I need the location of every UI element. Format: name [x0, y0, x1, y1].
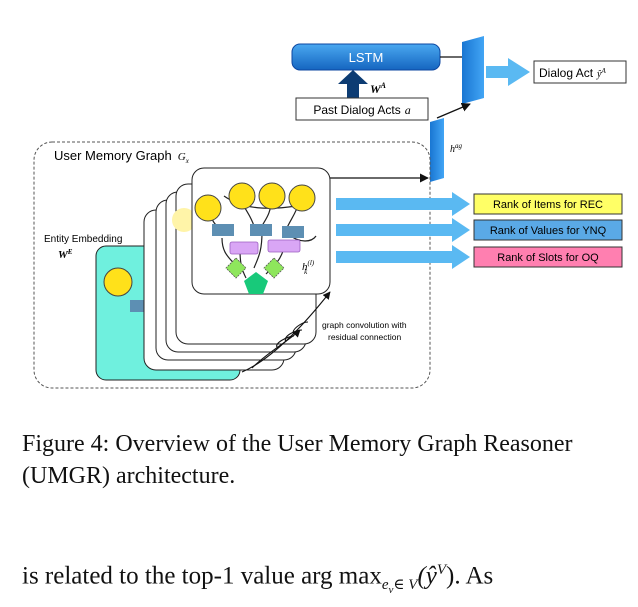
residual-connection-arrows: [241, 291, 331, 373]
diamond-node-icon: [225, 257, 247, 279]
weight-act-label: WA: [370, 81, 387, 96]
diamond-node-icon: [263, 257, 285, 279]
past-acts-up-arrow: [338, 70, 368, 98]
dialog-act-arrow: [486, 58, 530, 86]
output-rank-items: Rank of Items for REC: [473, 193, 623, 215]
output-rank-slots-label: Rank of Slots for OQ: [497, 252, 599, 264]
output-rank-slots: Rank of Slots for OQ: [473, 246, 623, 268]
node-yellow-icon: [228, 182, 256, 210]
output-rank-values-label: Rank of Values for YNQ: [490, 225, 607, 237]
h-agg-bar: [430, 118, 444, 182]
node-yellow-icon: [103, 267, 133, 297]
node-yellow-icon: [258, 182, 286, 210]
output-arrows: [336, 192, 470, 269]
h-agg-to-concat-arrow: [436, 103, 471, 119]
value-node-icon: [267, 239, 301, 253]
relation-rect-icon: [212, 224, 234, 236]
value-node-icon: [229, 241, 259, 255]
output-rank-items-label: Rank of Items for REC: [493, 199, 603, 211]
output-rank-values: Rank of Values for YNQ: [473, 219, 623, 241]
node-yellow-icon: [172, 208, 196, 232]
node-yellow-icon: [288, 184, 316, 212]
node-hidden-label: h(l)k: [302, 259, 315, 276]
relation-rect-icon: [282, 226, 304, 238]
entity-embedding-label: Entity Embedding: [44, 234, 122, 245]
gcn-label-line1: graph convolution with: [322, 320, 407, 330]
entity-weight-label: WE: [58, 248, 73, 261]
relation-rect-icon: [250, 224, 272, 236]
h-agg-label: hag: [450, 142, 463, 155]
body-text-line: is related to the top-1 value arg maxev∈…: [22, 562, 494, 597]
pentagon-node-icon: [244, 272, 268, 294]
concat-bar: [462, 36, 484, 104]
node-yellow-icon: [194, 194, 222, 222]
lstm-label: LSTM: [349, 50, 384, 65]
user-memory-graph-container: [33, 141, 431, 389]
figure-caption: Figure 4: Overview of the User Memory Gr…: [22, 431, 573, 489]
lstm-block: LSTM: [291, 43, 441, 71]
gcn-label-line2: residual connection: [328, 332, 402, 342]
